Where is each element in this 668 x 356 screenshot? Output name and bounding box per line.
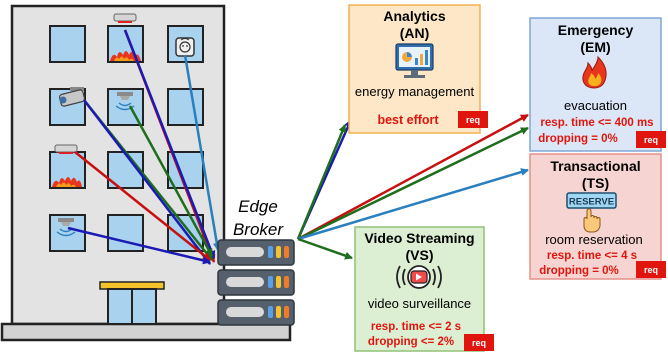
broker-label-line1: Edge [238,197,278,216]
transactional-abbr: (TS) [582,175,609,191]
req-badge [464,334,494,351]
req-badge-label: req [644,265,658,275]
analytics-title: Analytics [383,8,445,24]
analytics-description: energy management [355,84,475,99]
fire-icon [52,144,82,187]
video-description: video surveillance [368,296,471,311]
analytics-service-box: Analytics (AN) energy management best ef… [348,4,488,134]
emergency-abbr: (EM) [580,39,610,55]
fire-icon [582,55,607,89]
reserve-button-icon: RESERVE [566,192,617,233]
emergency-service-box: Emergency (EM) evacuation resp. time <= … [529,17,666,152]
arrow-green [297,126,529,241]
broker-to-service-arrows [296,113,529,260]
video-title: Video Streaming [364,230,474,246]
reserve-sign-text: RESERVE [569,197,614,208]
arrow-blue [297,168,529,241]
analytics-abbr: (AN) [400,25,430,41]
arrow-navy [123,29,216,259]
arrow-green [296,124,347,240]
sensor-to-broker-arrows [67,29,221,265]
broker-label-line2: Broker [233,220,284,239]
arrow-navy [67,226,211,265]
video-req-dropping: dropping <= 2% [368,336,454,348]
window [167,88,204,126]
video-play-icon [396,265,442,289]
wireless-sensor-icon [115,92,135,111]
transactional-title: Transactional [550,158,640,174]
video-abbr: (VS) [406,247,434,263]
transactional-req-dropping: dropping = 0% [539,265,619,277]
req-badge-label: req [466,115,480,125]
window [49,25,86,63]
req-badge [458,111,488,128]
transactional-service-box: Transactional (TS) RESERVE room reservat… [529,153,666,280]
req-badge [636,261,666,278]
dashboard-monitor-icon [395,43,434,78]
video-streaming-service-box: Video Streaming (VS) video surveillance … [354,226,494,352]
arrow-blue [183,54,221,251]
building-entrance [99,281,165,325]
transactional-req-response-time: resp. time <= 4 s [547,250,637,262]
arrow-red [297,113,529,241]
arrow-green [297,237,353,260]
video-req-response-time: resp. time <= 2 s [371,321,461,333]
emergency-description: evacuation [564,98,627,113]
security-camera-icon [58,87,86,107]
req-badge-label: req [644,135,658,145]
req-badge [636,131,666,148]
smart-plug-icon [175,37,195,57]
arrow-red [74,151,211,261]
building [0,4,292,342]
emergency-req-dropping: dropping = 0% [538,133,618,145]
req-badge-label: req [472,338,486,348]
emergency-req-response-time: resp. time <= 400 ms [540,117,653,129]
emergency-title: Emergency [558,22,634,38]
arrow-green [128,105,214,257]
transactional-description: room reservation [545,232,643,247]
arrow-navy [83,99,211,265]
analytics-requirement: best effort [377,113,439,127]
edge-broker-server [217,239,295,326]
